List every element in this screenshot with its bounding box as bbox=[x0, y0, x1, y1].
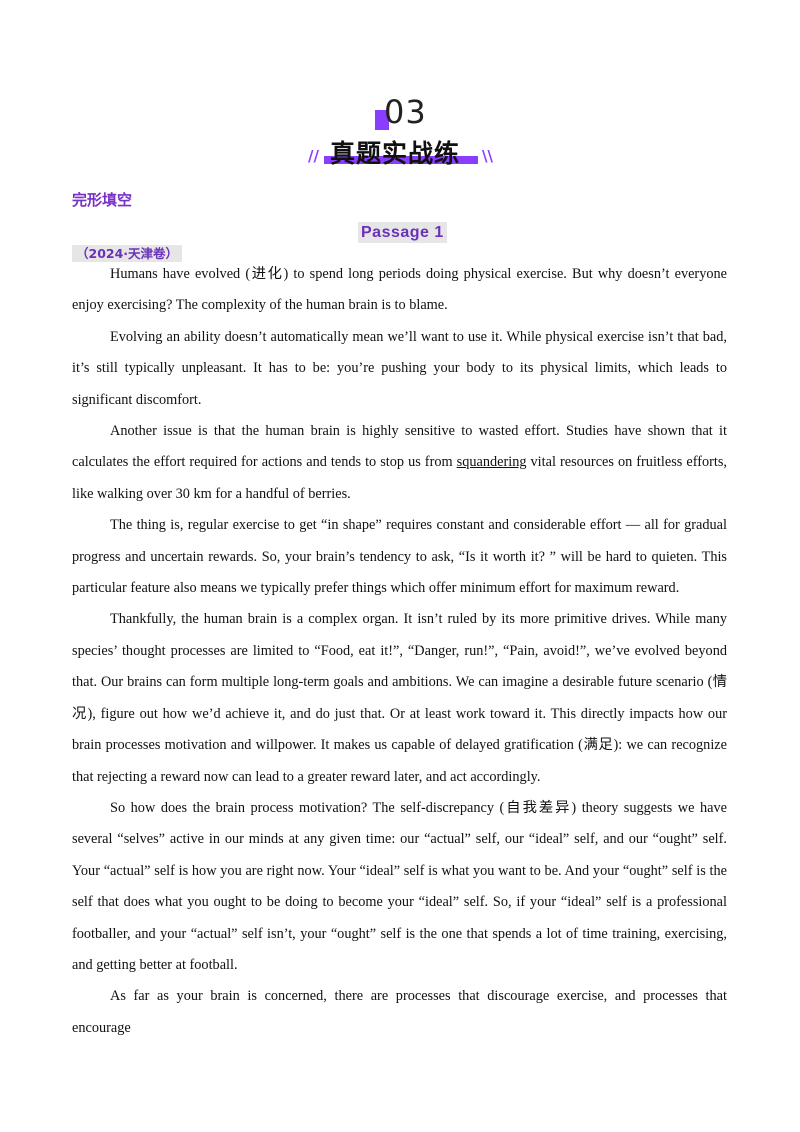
paragraph-text: Humans have evolved (进化) to spend long p… bbox=[72, 266, 727, 314]
paragraph-text: vital resources on fruitless efforts, li… bbox=[72, 454, 727, 502]
section-title: 完形填空 bbox=[72, 191, 133, 209]
source-tag: （2024·天津卷） bbox=[72, 245, 183, 262]
title-underline-bar bbox=[324, 156, 478, 164]
underlined-word: squandering bbox=[456, 454, 527, 471]
paragraph-7: As far as your brain is concerned, there… bbox=[72, 981, 727, 1044]
paragraph-3: Another issue is that the human brain is… bbox=[72, 416, 727, 510]
paragraph-text: As far as your brain is concerned, there… bbox=[72, 988, 727, 1036]
paragraph-6: So how does the brain process motivation… bbox=[72, 793, 727, 981]
paragraph-text: Another issue is that the human brain is… bbox=[72, 423, 727, 471]
page-header: 03 真题实战练 // \\ bbox=[0, 0, 800, 180]
paragraph-text: Evolving an ability doesn’t automaticall… bbox=[72, 328, 727, 408]
paragraph-2: Evolving an ability doesn’t automaticall… bbox=[72, 322, 727, 416]
slash-right-decoration: \\ bbox=[482, 147, 493, 165]
chapter-number: 03 bbox=[384, 93, 427, 131]
page-title: 真题实战练 bbox=[330, 139, 461, 168]
paragraph-4: The thing is, regular exercise to get “i… bbox=[72, 510, 727, 604]
number-accent bbox=[375, 110, 389, 130]
paragraph-1: Humans have evolved (进化) to spend long p… bbox=[72, 259, 727, 322]
paragraph-text: Thankfully, the human brain is a complex… bbox=[72, 611, 727, 785]
slash-left-decoration: // bbox=[308, 147, 319, 165]
passage-body: Humans have evolved (进化) to spend long p… bbox=[72, 259, 727, 1044]
passage-label: Passage 1 bbox=[358, 222, 447, 243]
paragraph-text: So how does the brain process motivation… bbox=[72, 799, 727, 973]
paragraph-5: Thankfully, the human brain is a complex… bbox=[72, 604, 727, 792]
paragraph-text: The thing is, regular exercise to get “i… bbox=[72, 517, 727, 597]
